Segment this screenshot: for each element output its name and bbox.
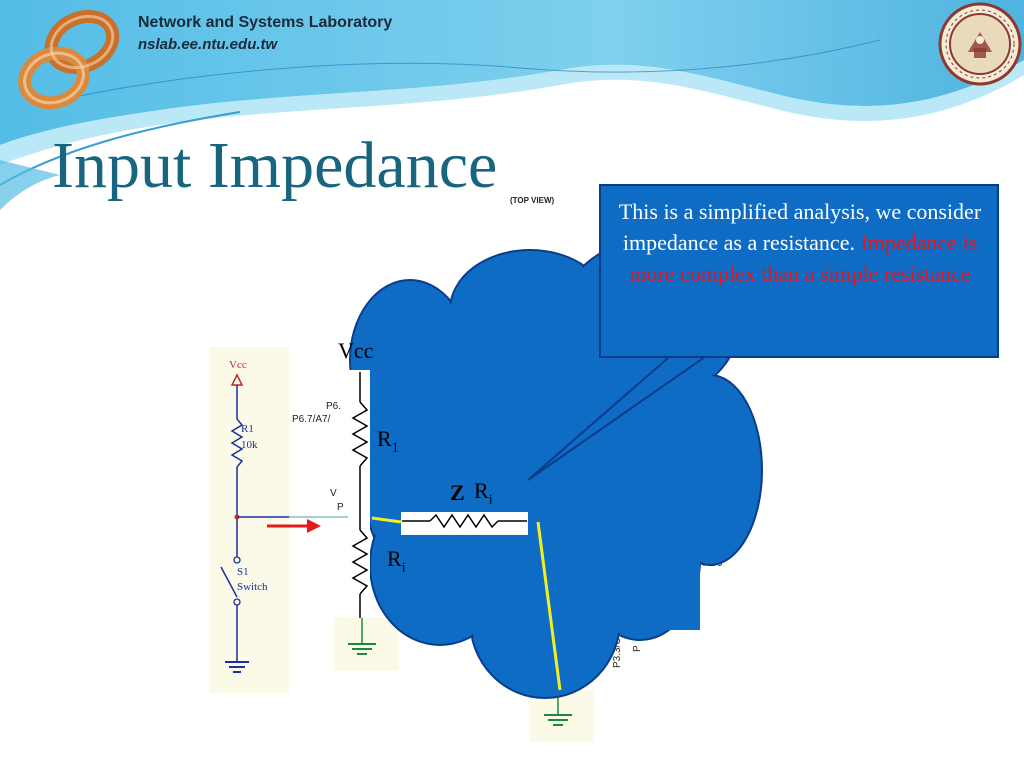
ground-symbol-left [348,617,376,655]
r1-ref-label: R1 [241,423,254,435]
lab-url: nslab.ee.ntu.edu.tw [138,36,278,53]
university-seal [938,2,1022,86]
s1-value-label: Switch [237,581,268,593]
signal-arrow [267,516,355,533]
chip-pin-label: V [330,488,337,499]
slide-title: Input Impedance [52,129,498,202]
chip-pin-label: P [337,502,344,513]
lab-logo [18,9,120,110]
circuit-z-ri-label: Ri [474,478,493,508]
circuit-r1-label: R1 [377,426,399,456]
r1-value-label: 10k [241,439,258,451]
circuit-z-label: Z [450,480,465,505]
circuit-vcc-label: Vcc [338,338,374,363]
s1-ref-label: S1 [237,566,249,578]
chip-pin-label: P6.7/A7/ [292,414,331,425]
chip-top-view-label: (TOP VIEW) [510,196,555,205]
callout-box [599,184,999,358]
lab-name: Network and Systems Laboratory [138,14,393,31]
circuit-ri-label: Ri [387,546,406,576]
switch-schematic [220,373,289,673]
schematic-panel [209,347,289,693]
callout-text: This is a simplified analysis, we consid… [618,199,982,286]
schematic-vcc-label: Vcc [229,359,247,371]
chip-pin-label: P6. [326,401,342,412]
callout-highlight-text: Impedance is more complex than a simple … [629,230,978,286]
